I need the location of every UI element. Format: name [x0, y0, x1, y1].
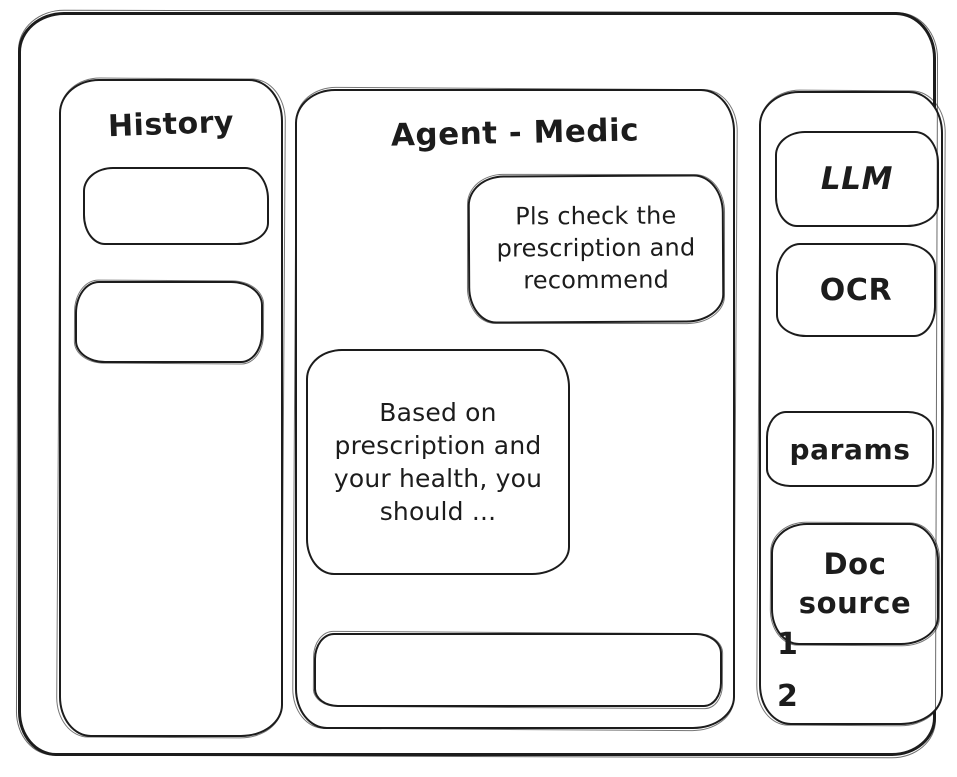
ocr-button[interactable]: OCR — [776, 243, 936, 337]
history-item[interactable] — [75, 281, 263, 363]
user-message-bubble: Pls check the prescription and recommend — [467, 174, 725, 324]
history-panel: History — [59, 79, 283, 737]
doc-list-item-2[interactable]: 2 — [777, 679, 798, 714]
params-button[interactable]: params — [766, 411, 934, 487]
tools-panel: LLM OCR params Doc source 1 2 — [759, 91, 943, 725]
chat-panel: Agent - Medic Pls check the prescription… — [295, 89, 735, 729]
doc-source-list: 1 2 — [777, 627, 798, 731]
chat-input-box[interactable] — [314, 633, 722, 707]
doc-list-item-1[interactable]: 1 — [777, 627, 798, 662]
assistant-message-bubble: Based on prescription and your health, y… — [306, 349, 570, 575]
window-frame: History Agent - Medic Pls check the pres… — [18, 12, 943, 756]
doc-source-button[interactable]: Doc source — [771, 523, 939, 645]
chat-input[interactable] — [326, 639, 710, 701]
history-item[interactable] — [83, 167, 269, 245]
llm-button[interactable]: LLM — [775, 131, 939, 227]
history-title: History — [107, 104, 235, 145]
chat-title: Agent - Medic — [390, 112, 640, 154]
